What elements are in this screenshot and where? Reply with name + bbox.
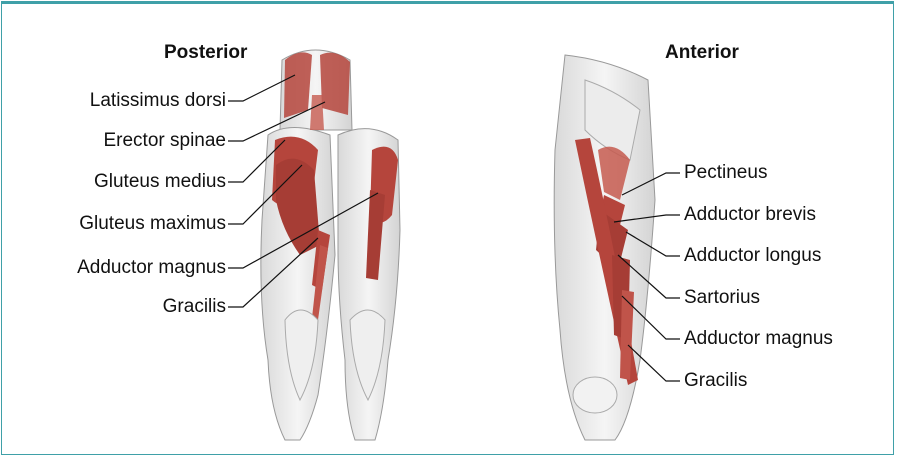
label-pectineus: Pectineus [684,162,767,184]
label-gracilis-posterior: Gracilis [163,296,226,318]
label-gluteus-maximus: Gluteus maximus [79,213,226,235]
anterior-figure [554,55,655,440]
label-adductor-longus: Adductor longus [684,245,821,267]
label-gluteus-medius: Gluteus medius [94,171,226,193]
posterior-title: Posterior [164,42,247,64]
label-sartorius: Sartorius [684,287,760,309]
anterior-title: Anterior [665,42,739,64]
label-adductor-brevis: Adductor brevis [684,204,816,226]
label-adductor-magnus-posterior: Adductor magnus [77,257,226,279]
label-erector-spinae: Erector spinae [103,130,226,152]
label-latissimus-dorsi: Latissimus dorsi [90,90,226,112]
label-adductor-magnus-anterior: Adductor magnus [684,328,833,350]
label-gracilis-anterior: Gracilis [684,370,747,392]
erector-spinae-muscle [310,95,324,130]
posterior-figure [261,50,400,440]
latissimus-dorsi-muscle [284,52,312,118]
